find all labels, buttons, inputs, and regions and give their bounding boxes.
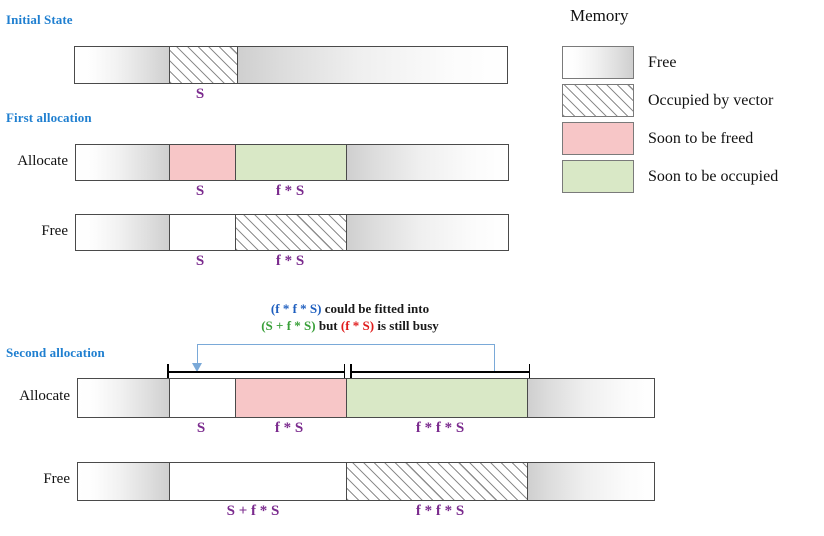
row-label-free-second: Free: [43, 471, 70, 487]
legend-item-occupied: Occupied by vector: [562, 84, 778, 117]
legend-swatch-free-icon: [562, 46, 634, 79]
legend-item-soon-freed: Soon to be freed: [562, 122, 778, 155]
segment-soon-to-be-freed: [169, 145, 235, 180]
legend-label-soon-freed: Soon to be freed: [648, 129, 754, 147]
row-label-allocate-first: Allocate: [17, 153, 68, 169]
segment-free-right: [346, 215, 508, 250]
legend-title: Memory: [570, 6, 629, 25]
section-heading-second-allocation: Second allocation: [6, 345, 105, 360]
memory-bar-second-free: [77, 462, 655, 501]
bracket-right-tick-end: [528, 364, 531, 379]
legend-swatch-green-icon: [562, 160, 634, 193]
size-label-ffs: f * f * S: [415, 503, 465, 519]
size-label-s: S: [195, 253, 205, 269]
bracket-left-line: [167, 371, 345, 373]
segment-freed-s: [169, 379, 235, 417]
legend-label-free: Free: [648, 53, 677, 71]
legend-item-soon-occupied: Soon to be occupied: [562, 160, 778, 193]
callout-left-vertical: [196, 344, 198, 365]
annotation-line2-mid: but: [315, 318, 341, 333]
annotation-expr-fs: (f * S): [340, 318, 375, 333]
row-label-free-first: Free: [41, 223, 68, 239]
legend: Free Occupied by vector Soon to be freed…: [562, 46, 778, 193]
segment-free-right: [237, 47, 507, 83]
memory-bar-initial: [74, 46, 508, 84]
section-heading-first-allocation: First allocation: [6, 110, 92, 125]
segment-freed-s-plus-fs: [169, 463, 346, 500]
segment-occupied-ffs: [346, 463, 527, 500]
annotation-line-1: (f * f * S) could be fitted into: [271, 301, 429, 317]
bracket-right-line: [350, 371, 530, 373]
annotation-expr-ffs: (f * f * S): [270, 301, 322, 316]
segment-soon-to-be-occupied: [235, 145, 346, 180]
row-label-allocate-second: Allocate: [19, 388, 70, 404]
callout-arrow-head: [192, 363, 202, 372]
size-label-fs: f * S: [275, 253, 305, 269]
segment-free-right: [346, 145, 508, 180]
annotation-expr-s-plus-fs: (S + f * S): [261, 318, 316, 333]
legend-swatch-hatched-icon: [562, 84, 634, 117]
size-label-s: S: [195, 183, 205, 199]
callout-horizontal-line: [197, 344, 495, 346]
annotation-line2-rest: is still busy: [374, 318, 439, 333]
legend-label-soon-occupied: Soon to be occupied: [648, 167, 779, 185]
segment-occupied-s: [169, 47, 237, 83]
memory-bar-second-allocate: [77, 378, 655, 418]
size-label-s-plus-fs: S + f * S: [226, 503, 280, 519]
callout-right-vertical: [493, 344, 495, 372]
bracket-right-tick-start: [350, 364, 352, 379]
segment-free-right: [527, 463, 654, 500]
size-label-s: S: [196, 420, 206, 436]
segment-soon-to-be-occupied-ffs: [346, 379, 527, 417]
legend-swatch-pink-icon: [562, 122, 634, 155]
segment-free-left: [76, 145, 169, 180]
memory-bar-first-free: [75, 214, 509, 251]
size-label-s: S: [195, 86, 205, 102]
annotation-line-2: (S + f * S) but (f * S) is still busy: [261, 318, 439, 334]
memory-bar-first-allocate: [75, 144, 509, 181]
annotation-line1-rest: could be fitted into: [321, 301, 430, 316]
size-label-fs: f * S: [274, 420, 304, 436]
size-label-ffs: f * f * S: [415, 420, 465, 436]
legend-label-occupied: Occupied by vector: [648, 91, 774, 109]
segment-free-right: [527, 379, 654, 417]
legend-item-free: Free: [562, 46, 778, 79]
segment-soon-to-be-freed-fs: [235, 379, 346, 417]
segment-free-left: [78, 463, 169, 500]
bracket-left-tick-end: [343, 364, 346, 379]
segment-free-left: [75, 47, 169, 83]
segment-free-left: [78, 379, 169, 417]
size-label-fs: f * S: [275, 183, 305, 199]
segment-freed: [169, 215, 235, 250]
section-heading-initial-state: Initial State: [6, 12, 73, 27]
segment-occupied-fs: [235, 215, 346, 250]
bracket-left-tick-start: [167, 364, 169, 379]
segment-free-left: [76, 215, 169, 250]
